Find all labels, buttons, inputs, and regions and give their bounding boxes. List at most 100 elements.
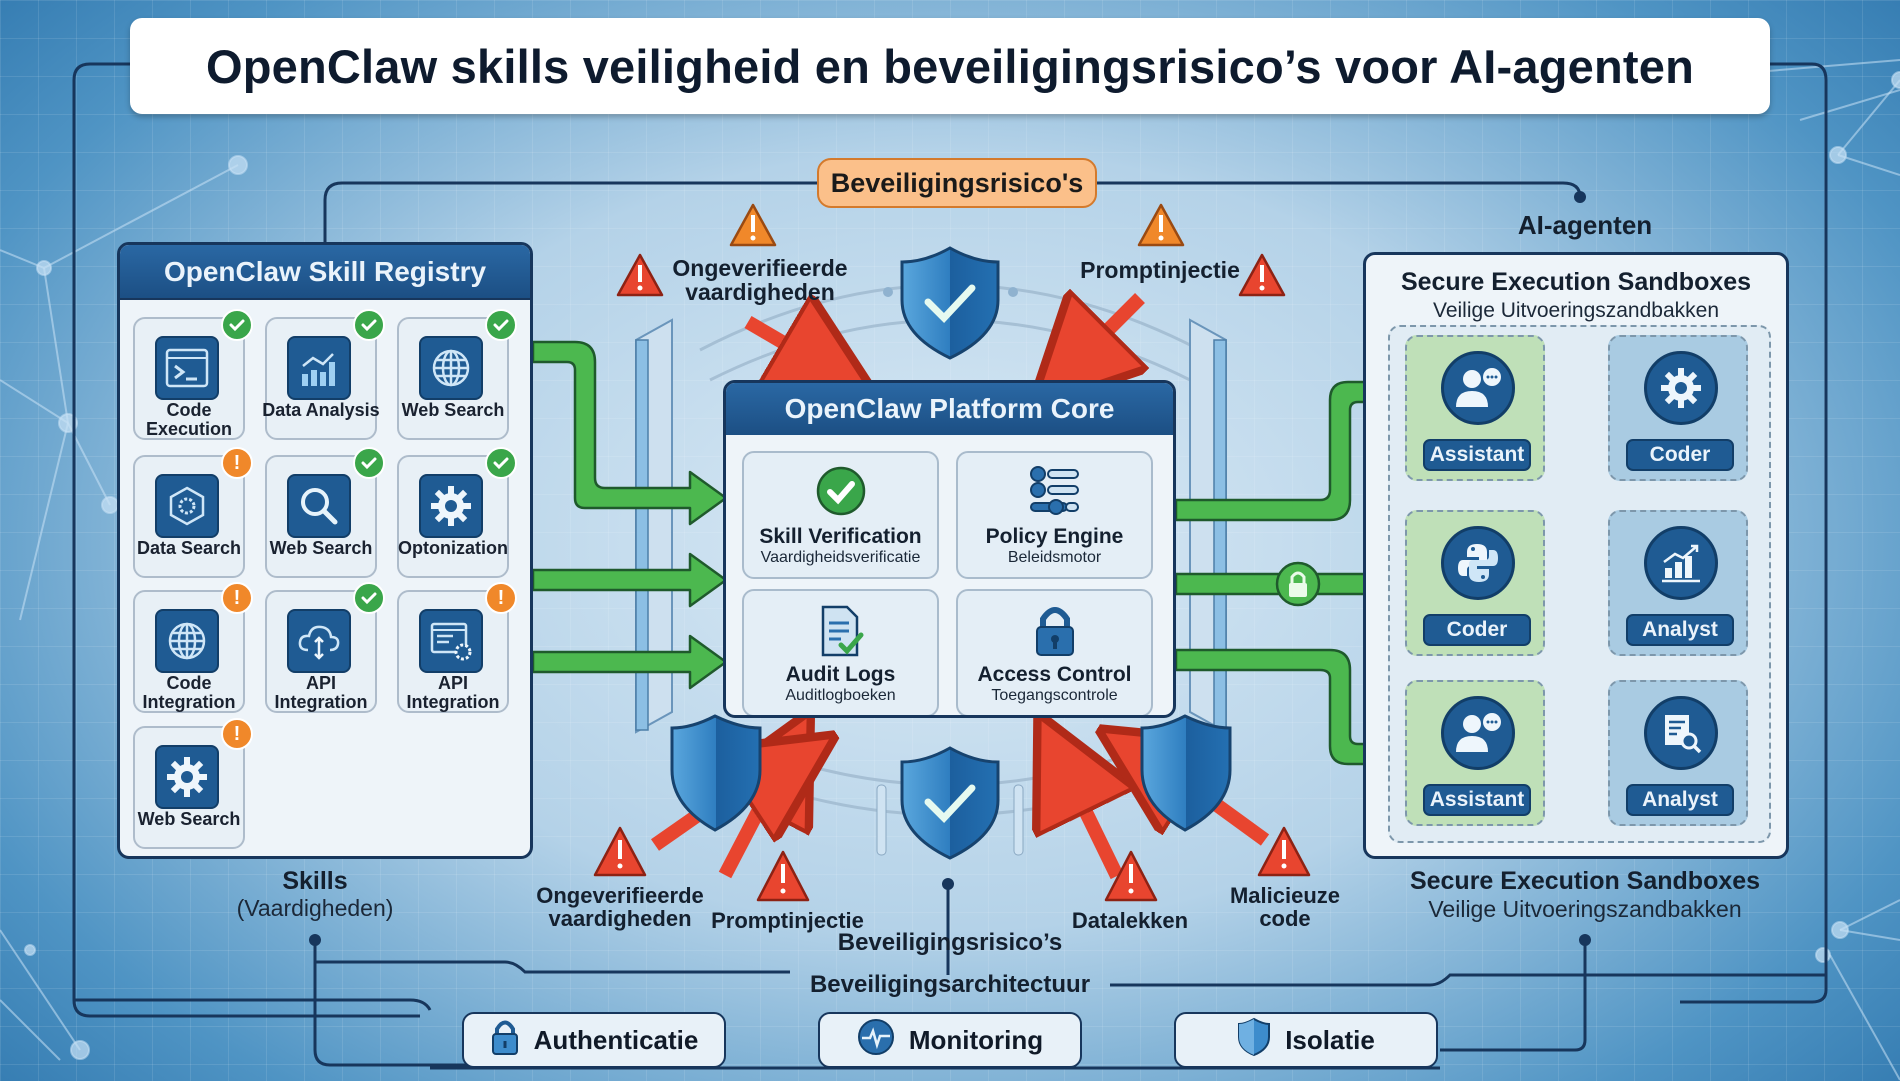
skill-card[interactable]: Code Execution bbox=[133, 309, 253, 440]
verified-check-icon bbox=[353, 447, 385, 479]
pillar-authenticatie[interactable]: Authenticatie bbox=[462, 1012, 726, 1068]
risk-label-prompt-injection: Promptinjectie bbox=[711, 908, 864, 933]
gear-icon bbox=[1644, 351, 1718, 425]
page-title: OpenClaw skills veiligheid en beveiligin… bbox=[205, 39, 1694, 93]
skill-name: Data Analysis bbox=[262, 400, 380, 420]
verified-check-icon bbox=[353, 582, 385, 614]
verified-check-icon bbox=[353, 309, 385, 341]
verified-check-icon bbox=[485, 309, 517, 341]
skill-card[interactable]: Web Search ! bbox=[133, 718, 253, 849]
agent-label: Assistant bbox=[1423, 784, 1531, 816]
risk-line: Malicieuze bbox=[1229, 883, 1341, 908]
core-title: OpenClaw Platform Core bbox=[726, 383, 1173, 435]
pillar-monitoring[interactable]: Monitoring bbox=[818, 1012, 1082, 1068]
architecture-label: Beveiligingsarchitectuur bbox=[809, 971, 1091, 998]
skill-name: API Integration bbox=[274, 673, 368, 712]
agent-label: Assistant bbox=[1423, 439, 1531, 471]
agents-heading: AI-agenten bbox=[1517, 210, 1653, 240]
risk-label-top-left: Ongeverifieerde vaardigheden bbox=[660, 256, 860, 304]
warning-badge-icon: ! bbox=[221, 447, 253, 479]
window-gear-icon bbox=[419, 609, 483, 673]
agent-card-coder[interactable]: Coder bbox=[1608, 335, 1748, 481]
module-audit-logs[interactable]: Audit Logs Auditlogboeken bbox=[742, 589, 939, 715]
module-title: Audit Logs bbox=[785, 663, 896, 686]
padlock-icon bbox=[1031, 603, 1079, 664]
risks-caption: Beveiligingsrisico’s bbox=[837, 929, 1063, 956]
module-access-control[interactable]: Access Control Toegangscontrole bbox=[956, 589, 1153, 715]
warning-icon bbox=[729, 203, 777, 247]
skill-name: Web Search bbox=[269, 538, 373, 558]
skill-name: Optonization bbox=[398, 538, 508, 558]
pillar-label: Monitoring bbox=[908, 1024, 1044, 1055]
hexagon-gear-icon bbox=[155, 474, 219, 538]
padlock-icon bbox=[490, 1018, 520, 1063]
skill-card[interactable]: Web Search bbox=[265, 447, 385, 578]
agent-card-analyst[interactable]: Analyst bbox=[1608, 510, 1748, 656]
skill-card[interactable]: Data Search ! bbox=[133, 447, 253, 578]
report-search-icon bbox=[1644, 696, 1718, 770]
user-chat-icon bbox=[1441, 351, 1515, 425]
module-policy-engine[interactable]: Policy Engine Beleidsmotor bbox=[956, 451, 1153, 579]
sandbox-title: Secure Execution Sandboxes bbox=[1400, 268, 1752, 296]
sliders-icon bbox=[1028, 465, 1082, 522]
risk-line: vaardigheden bbox=[685, 279, 835, 306]
chart-icon bbox=[287, 336, 351, 400]
skill-card[interactable]: Web Search bbox=[397, 309, 517, 440]
check-circle-icon bbox=[815, 465, 867, 522]
risk-label-unverified: Ongeverifieerde vaardigheden bbox=[520, 884, 720, 930]
warning-badge-icon: ! bbox=[221, 582, 253, 614]
risk-label-data-leaks: Datalekken bbox=[1071, 908, 1189, 933]
gear-icon bbox=[419, 474, 483, 538]
verified-check-icon bbox=[221, 309, 253, 341]
globe-icon bbox=[155, 609, 219, 673]
pillar-label: Authenticatie bbox=[533, 1024, 699, 1055]
user-chat-icon bbox=[1441, 696, 1515, 770]
terminal-icon bbox=[155, 336, 219, 400]
document-check-icon bbox=[815, 603, 867, 664]
registry-title: OpenClaw Skill Registry bbox=[120, 245, 530, 300]
title-banner: OpenClaw skills veiligheid en beveiligin… bbox=[130, 18, 1770, 114]
sandbox-caption-sub: Veilige Uitvoeringszandbakken bbox=[1428, 896, 1742, 922]
growth-chart-icon bbox=[1644, 526, 1718, 600]
risk-label-malicious-code: Malicieuze code bbox=[1210, 884, 1360, 930]
skill-card[interactable]: Code Integration ! bbox=[133, 582, 253, 713]
risk-label-top-right: Promptinjectie bbox=[1080, 257, 1240, 283]
module-subtitle: Beleidsmotor bbox=[1007, 549, 1102, 566]
verified-check-icon bbox=[485, 447, 517, 479]
skill-card[interactable]: Data Analysis bbox=[262, 309, 385, 440]
skill-card[interactable]: API Integration bbox=[265, 582, 385, 713]
platform-core-panel: OpenClaw Platform Core Skill Verificatio… bbox=[723, 380, 1176, 718]
skill-name: Web Search bbox=[401, 400, 505, 420]
agent-label: Analyst bbox=[1626, 784, 1734, 816]
agent-card-coder[interactable]: Coder bbox=[1405, 510, 1545, 656]
agent-card-assistant[interactable]: Assistant bbox=[1405, 680, 1545, 826]
pillar-isolatie[interactable]: Isolatie bbox=[1174, 1012, 1438, 1068]
agent-card-analyst[interactable]: Analyst bbox=[1608, 680, 1748, 826]
shield-icon bbox=[1237, 1017, 1271, 1064]
agent-label: Coder bbox=[1626, 439, 1734, 471]
skill-name: Web Search bbox=[137, 809, 241, 829]
risks-pill: Beveiligingsrisico's bbox=[817, 158, 1097, 208]
skill-name: Code Execution bbox=[145, 400, 233, 439]
agent-label: Analyst bbox=[1626, 614, 1734, 646]
module-skill-verification[interactable]: Skill Verification Vaardigheidsverificat… bbox=[742, 451, 939, 579]
globe-icon bbox=[419, 336, 483, 400]
skill-name: Data Search bbox=[136, 538, 242, 558]
heartbeat-icon bbox=[857, 1018, 895, 1063]
module-title: Skill Verification bbox=[759, 525, 922, 548]
risk-line: Ongeverifieerde bbox=[672, 255, 848, 281]
agent-label: Coder bbox=[1423, 614, 1531, 646]
pillar-label: Isolatie bbox=[1285, 1024, 1375, 1055]
skill-card[interactable]: API Integration ! bbox=[397, 582, 517, 713]
module-subtitle: Toegangscontrole bbox=[991, 687, 1118, 704]
risk-line: code bbox=[1259, 906, 1311, 932]
skill-card[interactable]: Optonization bbox=[397, 447, 517, 578]
sandbox-subtitle: Veilige Uitvoeringszandbakken bbox=[1432, 299, 1719, 322]
risk-line: vaardigheden bbox=[548, 906, 692, 932]
module-subtitle: Vaardigheidsverificatie bbox=[760, 549, 921, 566]
cloud-sync-icon bbox=[287, 609, 351, 673]
skill-name: API Integration bbox=[406, 673, 500, 712]
warning-badge-icon: ! bbox=[485, 582, 517, 614]
agent-card-assistant[interactable]: Assistant bbox=[1405, 335, 1545, 481]
module-title: Access Control bbox=[977, 663, 1132, 686]
